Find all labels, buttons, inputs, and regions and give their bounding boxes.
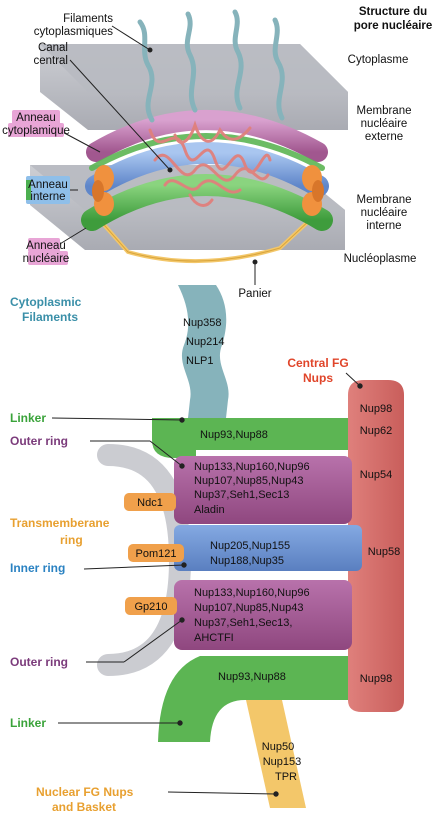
- label-anneau-cyto-line2: cytoplamique: [2, 125, 70, 137]
- cytoplasmic-ring: [86, 110, 328, 162]
- label-membrane-ext-line3: externe: [365, 131, 403, 143]
- central-nup54: Nup54: [360, 469, 392, 481]
- label-anneau-nuc-line2: nucléaire: [23, 253, 70, 265]
- central-channel-fg: [148, 120, 272, 207]
- central-nup98-bottom: Nup98: [360, 673, 392, 685]
- basket-tpr: TPR: [275, 771, 297, 783]
- basket-nup153: Nup153: [263, 756, 302, 768]
- label-membrane-int-line1: Membrane: [357, 194, 412, 206]
- inner-nups-2: Nup188,Nup35: [210, 555, 284, 567]
- cytoplasmic-filaments: [137, 9, 285, 123]
- label-anneau-nuc-line1: Anneau: [26, 240, 66, 252]
- nup214-text: Nup214: [186, 336, 225, 348]
- ndc1-tag: [124, 493, 176, 511]
- label-outer-ring-bottom: Outer ring: [10, 655, 68, 669]
- central-nup98-top: Nup98: [360, 403, 392, 415]
- pore-3d-illustration: Structure du pore nucléaire Filaments cy…: [2, 6, 432, 300]
- pore-schematic: Cytoplasmic Filaments Nup358 Nup214 NLP1…: [10, 285, 404, 814]
- outer-top-nups-2: Nup107,Nup85,Nup43: [194, 475, 303, 487]
- central-nup62: Nup62: [360, 425, 392, 437]
- gp210-tag: [125, 597, 177, 615]
- label-membrane-int-line3: interne: [366, 220, 401, 232]
- label-nuclear-fg-line1: Nuclear FG Nups: [36, 785, 134, 799]
- label-anneau-interne-line2: interne: [30, 191, 65, 203]
- linker-bottom-nups: Nup93,Nup88: [218, 671, 286, 683]
- label-cyto-filaments-line1: Cytoplasmic: [10, 295, 82, 309]
- outer-ring-bottom-block: [174, 580, 352, 650]
- label-linker-top: Linker: [10, 411, 46, 425]
- linker-top-shape: [152, 418, 348, 458]
- central-nup58: Nup58: [368, 546, 400, 558]
- label-canal-line2: central: [33, 55, 68, 67]
- transmembrane-segments: [92, 165, 324, 216]
- label-transmembrane-line2: ring: [60, 533, 83, 547]
- label-linker-bottom: Linker: [10, 716, 46, 730]
- label-canal-line1: Canal: [38, 42, 68, 54]
- inner-ring: [85, 142, 329, 197]
- label-nucleoplasme: Nucléoplasme: [344, 253, 417, 265]
- basket-shape: [246, 700, 306, 808]
- basket-nup50: Nup50: [262, 741, 294, 753]
- linker-top-nups: Nup93,Nup88: [200, 429, 268, 441]
- label-cytoplasme: Cytoplasme: [348, 54, 409, 66]
- central-fg-column: [348, 380, 404, 712]
- label-cyto-filaments-line2: Filaments: [22, 310, 78, 324]
- label-membrane-ext-line2: nucléaire: [361, 118, 408, 130]
- outer-bottom-nups-3: Nup37,Seh1,Sec13,: [194, 617, 292, 629]
- label-membrane-int-line2: nucléaire: [361, 207, 408, 219]
- outer-bottom-nups-4: AHCTFI: [194, 632, 234, 644]
- outer-top-nups-3: Nup37,Seh1,Sec13: [194, 489, 289, 501]
- cytoplasmic-filament-shape: [178, 285, 229, 418]
- label-anneau-cyto-line1: Anneau: [16, 112, 56, 124]
- pom121-text: Pom121: [136, 548, 177, 560]
- outer-top-nups-4: Aladin: [194, 504, 225, 516]
- label-central-fg-line1: Central FG: [287, 356, 348, 370]
- label-transmembrane-line1: Transmemberane: [10, 516, 110, 530]
- label-nuclear-fg-line2: and Basket: [52, 800, 116, 814]
- label-outer-ring-top: Outer ring: [10, 434, 68, 448]
- label-membrane-ext-line1: Membrane: [357, 105, 412, 117]
- outer-ring-top-block: [174, 456, 352, 524]
- label-filaments-line1: Filaments: [63, 13, 113, 25]
- ndc1-text: Ndc1: [137, 497, 163, 509]
- linker-bottom-shape: [158, 656, 348, 742]
- top-title-line2: pore nucléaire: [354, 20, 433, 32]
- label-panier: Panier: [238, 288, 271, 300]
- nup358-text: Nup358: [183, 317, 222, 329]
- top-title-line1: Structure du: [359, 6, 427, 18]
- outer-bottom-nups-2: Nup107,Nup85,Nup43: [194, 602, 303, 614]
- label-central-fg-line2: Nups: [303, 371, 333, 385]
- inner-ring-block: [174, 525, 362, 571]
- nlp1-text: NLP1: [186, 355, 214, 367]
- label-filaments-line2: cytoplasmiques: [34, 26, 114, 38]
- pom121-tag: [128, 544, 184, 562]
- inner-nups-1: Nup205,Nup155: [210, 540, 290, 552]
- label-inner-ring: Inner ring: [10, 561, 65, 575]
- gp210-text: Gp210: [134, 601, 167, 613]
- outer-bottom-nups-1: Nup133,Nup160,Nup96: [194, 587, 310, 599]
- nuclear-ring: [81, 174, 333, 231]
- label-anneau-interne-line1: Anneau: [28, 179, 68, 191]
- outer-top-nups-1: Nup133,Nup160,Nup96: [194, 461, 310, 473]
